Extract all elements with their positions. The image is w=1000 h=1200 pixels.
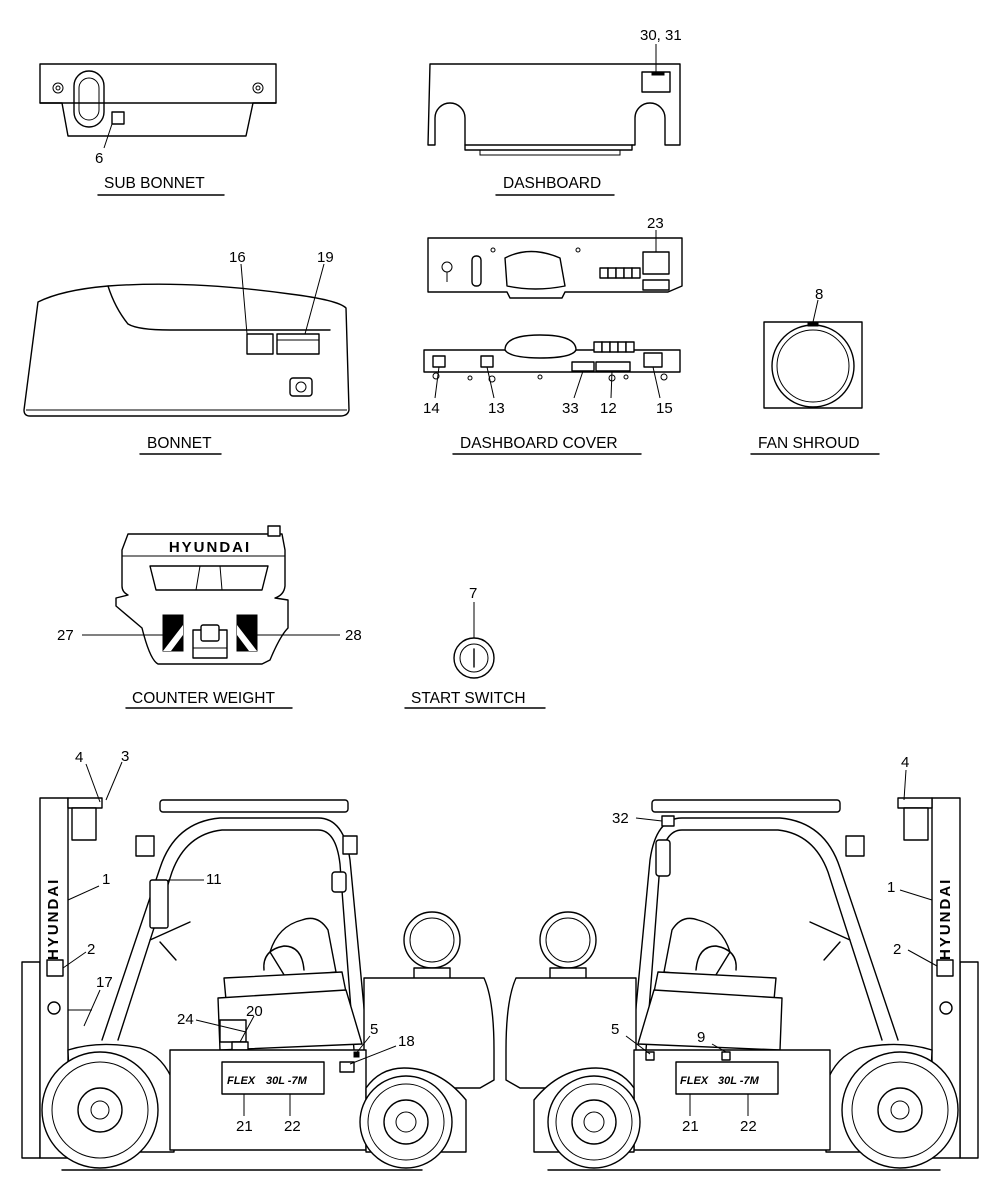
part-number-18: 18 bbox=[398, 1033, 415, 1050]
left-model-text: 30L -7M bbox=[266, 1075, 308, 1087]
decal-8-marker bbox=[807, 321, 819, 327]
right-model-text: 30L -7M bbox=[718, 1075, 760, 1087]
part-number-11: 11 bbox=[206, 871, 222, 888]
part-number-22-left: 22 bbox=[284, 1118, 301, 1135]
part-number-1-right: 1 bbox=[887, 879, 895, 896]
decal-20-marker bbox=[231, 1041, 249, 1051]
decal-18-marker bbox=[339, 1061, 355, 1073]
decal-23-marker bbox=[642, 251, 670, 275]
decal-11-marker bbox=[149, 879, 169, 929]
decal-19-marker bbox=[276, 333, 320, 355]
forklift-right-side-view bbox=[505, 769, 979, 1171]
part-number-16: 16 bbox=[229, 249, 246, 266]
part-number-19: 19 bbox=[317, 249, 334, 266]
part-number-23: 23 bbox=[647, 215, 664, 232]
part-number-5-left: 5 bbox=[370, 1021, 378, 1038]
part-number-1-left: 1 bbox=[102, 871, 110, 888]
part-number-33: 33 bbox=[562, 400, 579, 417]
right-series-text: FLEX bbox=[680, 1075, 709, 1087]
decal-2-marker bbox=[46, 959, 64, 977]
decal-13-marker bbox=[480, 355, 494, 368]
decal-32-marker bbox=[661, 815, 675, 827]
section-title-counter-weight: COUNTER WEIGHT bbox=[132, 690, 275, 707]
part-number-4-left: 4 bbox=[75, 749, 83, 766]
fan-shroud-drawing bbox=[763, 299, 863, 409]
part-number-3: 3 bbox=[121, 748, 129, 765]
dashboard-drawing bbox=[427, 44, 681, 156]
section-title-dashboard-cover: DASHBOARD COVER bbox=[460, 435, 618, 452]
part-number-2-right: 2 bbox=[893, 941, 901, 958]
decal-6-marker bbox=[111, 111, 125, 125]
part-number-14: 14 bbox=[423, 400, 440, 417]
start-switch-drawing bbox=[453, 602, 495, 679]
part-number-12: 12 bbox=[600, 400, 617, 417]
section-title-fan-shroud: FAN SHROUD bbox=[758, 435, 860, 452]
part-number-20: 20 bbox=[246, 1003, 263, 1020]
section-title-bonnet: BONNET bbox=[147, 435, 212, 452]
left-series-text: FLEX bbox=[227, 1075, 256, 1087]
part-number-13: 13 bbox=[488, 400, 505, 417]
section-title-sub-bonnet: SUB BONNET bbox=[104, 175, 205, 192]
dashboard-cover-drawing bbox=[423, 334, 681, 399]
decal-15-marker bbox=[643, 352, 663, 368]
decal-14-marker bbox=[432, 355, 446, 368]
bonnet-drawing bbox=[23, 263, 350, 417]
decal-2-marker-right bbox=[936, 959, 954, 977]
counter-weight-brand-text: HYUNDAI bbox=[169, 539, 251, 556]
part-number-6: 6 bbox=[95, 150, 103, 167]
part-number-28: 28 bbox=[345, 627, 362, 644]
part-number-2-left: 2 bbox=[87, 941, 95, 958]
part-number-22-right: 22 bbox=[740, 1118, 757, 1135]
decal-21-22-plate-right bbox=[675, 1061, 779, 1095]
forklift-left-side-view bbox=[21, 761, 495, 1171]
sub-bonnet-drawing bbox=[39, 63, 277, 149]
part-number-24: 24 bbox=[177, 1011, 194, 1028]
decal-33-marker bbox=[571, 361, 595, 372]
right-mast-brand-text: HYUNDAI bbox=[937, 878, 954, 960]
decal-16-marker bbox=[246, 333, 274, 355]
part-number-27: 27 bbox=[57, 627, 74, 644]
part-number-15: 15 bbox=[656, 400, 673, 417]
part-number-4-right: 4 bbox=[901, 754, 909, 771]
part-number-21-left: 21 bbox=[236, 1118, 253, 1135]
decal-9-marker bbox=[721, 1051, 731, 1061]
decal-12-marker bbox=[595, 361, 631, 372]
part-number-17: 17 bbox=[96, 974, 113, 991]
part-number-21-right: 21 bbox=[682, 1118, 699, 1135]
dashboard-panel-drawing bbox=[427, 230, 683, 299]
counter-weight-drawing bbox=[82, 525, 340, 665]
part-number-9: 9 bbox=[697, 1029, 705, 1046]
decal-21-22-plate bbox=[221, 1061, 325, 1095]
part-number-8: 8 bbox=[815, 286, 823, 303]
section-title-dashboard: DASHBOARD bbox=[503, 175, 601, 192]
left-mast-brand-text: HYUNDAI bbox=[45, 878, 62, 960]
part-number-7: 7 bbox=[469, 585, 477, 602]
part-number-5-right: 5 bbox=[611, 1021, 619, 1038]
decal-5-marker-right bbox=[645, 1051, 655, 1061]
part-number-32: 32 bbox=[612, 810, 629, 827]
decal-5-marker-left bbox=[353, 1051, 360, 1058]
part-number-30-31: 30, 31 bbox=[640, 27, 682, 44]
section-title-start-switch: START SWITCH bbox=[411, 690, 526, 707]
